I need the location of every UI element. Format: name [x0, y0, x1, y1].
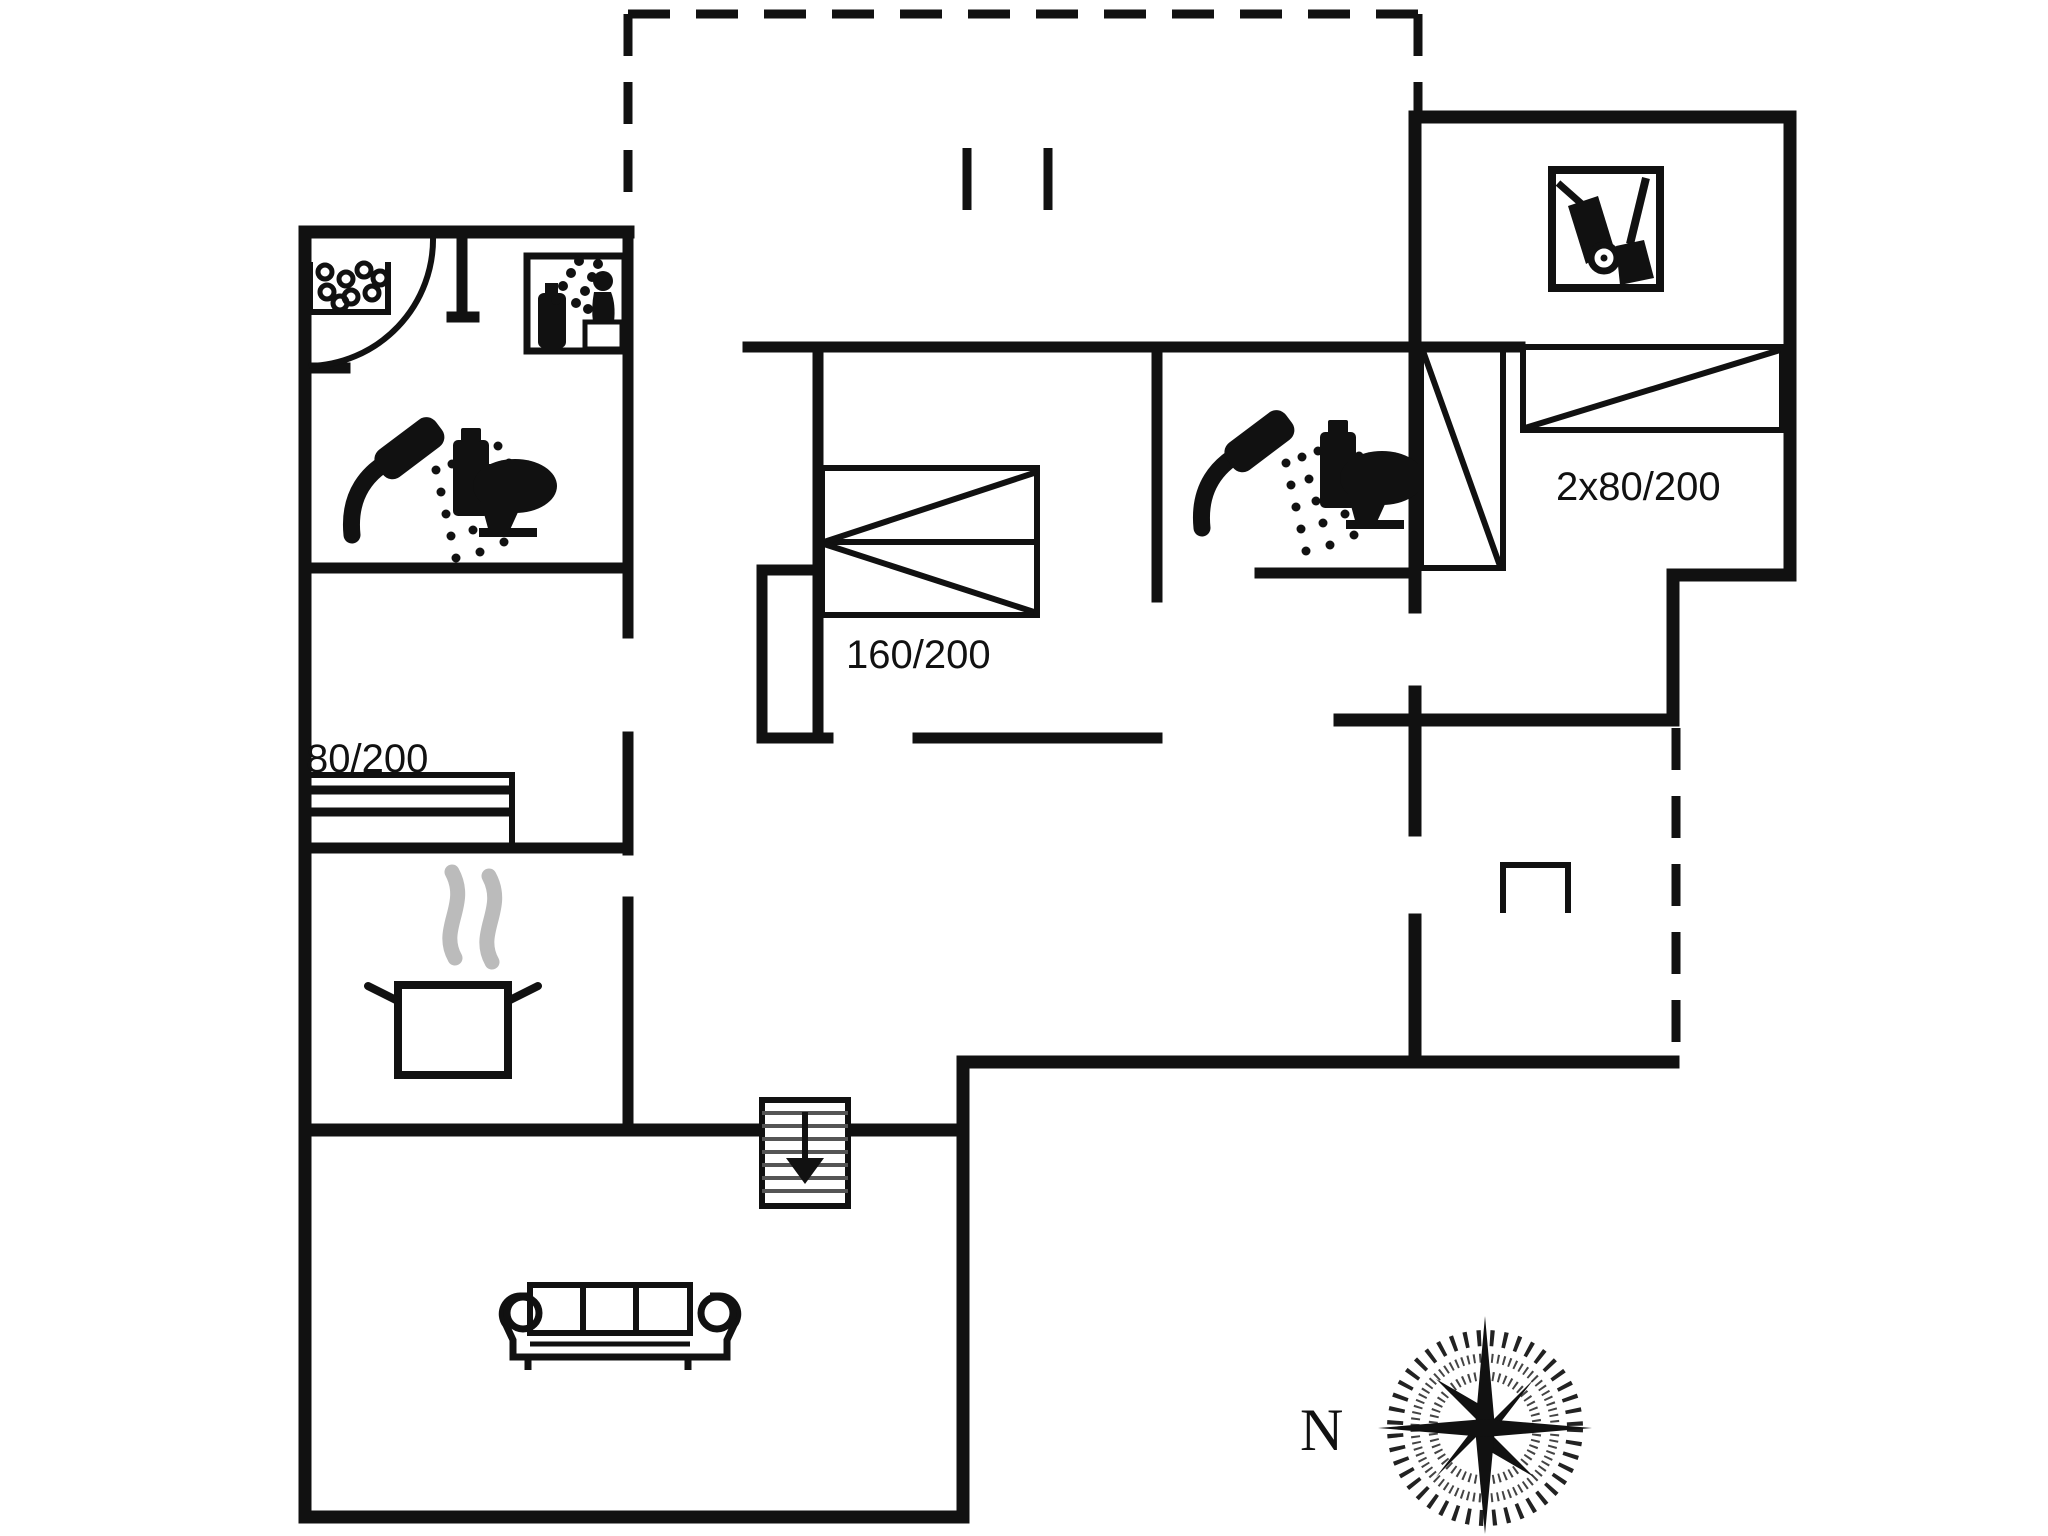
- compass-north-label: N: [1300, 1397, 1343, 1463]
- cleaning-equipment-icon: [1548, 166, 1664, 292]
- stove-niche-icon: [1500, 862, 1571, 913]
- bed-size-label: 160/200: [846, 633, 991, 677]
- toilet-icon: [1320, 420, 1424, 529]
- wardrobe-icon: [1418, 346, 1506, 571]
- entrance-door-arc: [308, 235, 437, 369]
- hall-opening-ticks: [962, 148, 1053, 210]
- exterior-walls: [298, 110, 1797, 1524]
- dashed-outline: [623, 9, 1681, 1062]
- toilet-icon: [453, 428, 557, 537]
- interior-walls: [299, 226, 1526, 1136]
- bed-icon: [305, 772, 515, 851]
- sauna-person-icon: [523, 252, 629, 355]
- sauna-stones-icon: [307, 260, 391, 315]
- compass-rose-icon: [1378, 1316, 1592, 1534]
- bed-icon: [819, 465, 1040, 618]
- stairs-down-icon: [759, 1097, 851, 1209]
- sofa-icon: [498, 1282, 742, 1370]
- bed-size-label: 80/200: [306, 737, 428, 781]
- cooking-pot-icon: [364, 864, 542, 1079]
- bed-icon: [1520, 344, 1785, 433]
- bed-size-label: 2x80/200: [1556, 465, 1721, 509]
